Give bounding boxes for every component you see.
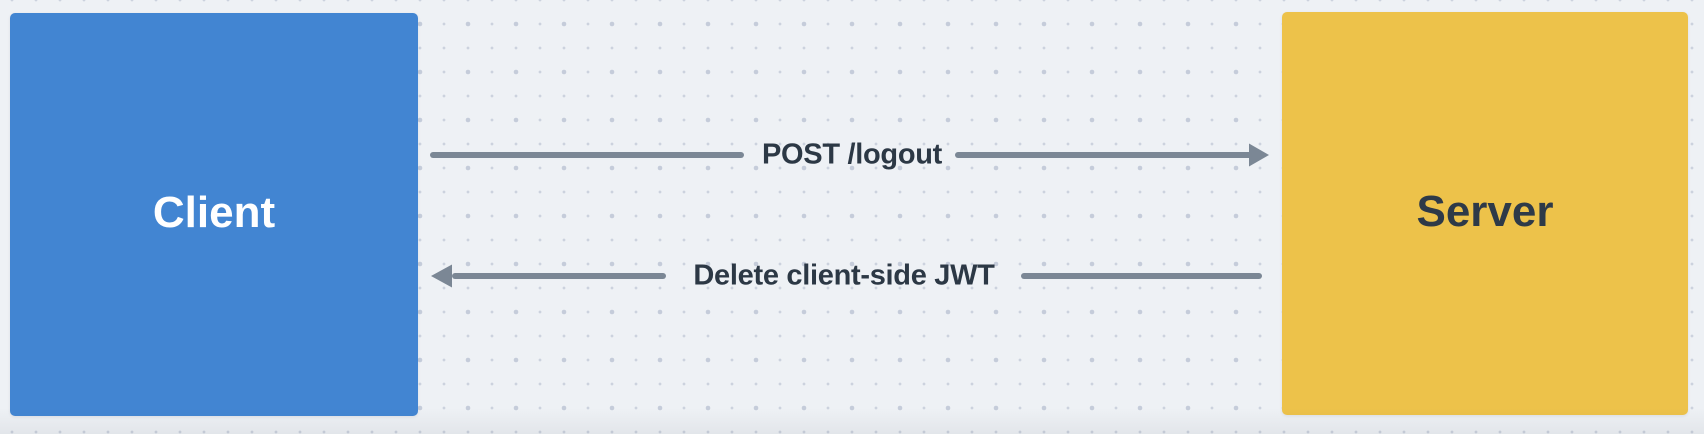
node-client[interactable]: Client [10, 13, 418, 416]
edge-delete-jwt[interactable] [431, 264, 1262, 288]
arrowhead-left-icon [431, 264, 452, 288]
edge-delete-jwt-label: Delete client-side JWT [693, 259, 995, 292]
node-server[interactable]: Server [1282, 12, 1688, 415]
edge-post-logout-label: POST /logout [761, 138, 943, 171]
arrowhead-right-icon [1249, 143, 1269, 167]
node-server-label: Server [1416, 186, 1554, 236]
node-client-label: Client [152, 187, 276, 237]
edge-post-logout[interactable] [430, 143, 1269, 167]
